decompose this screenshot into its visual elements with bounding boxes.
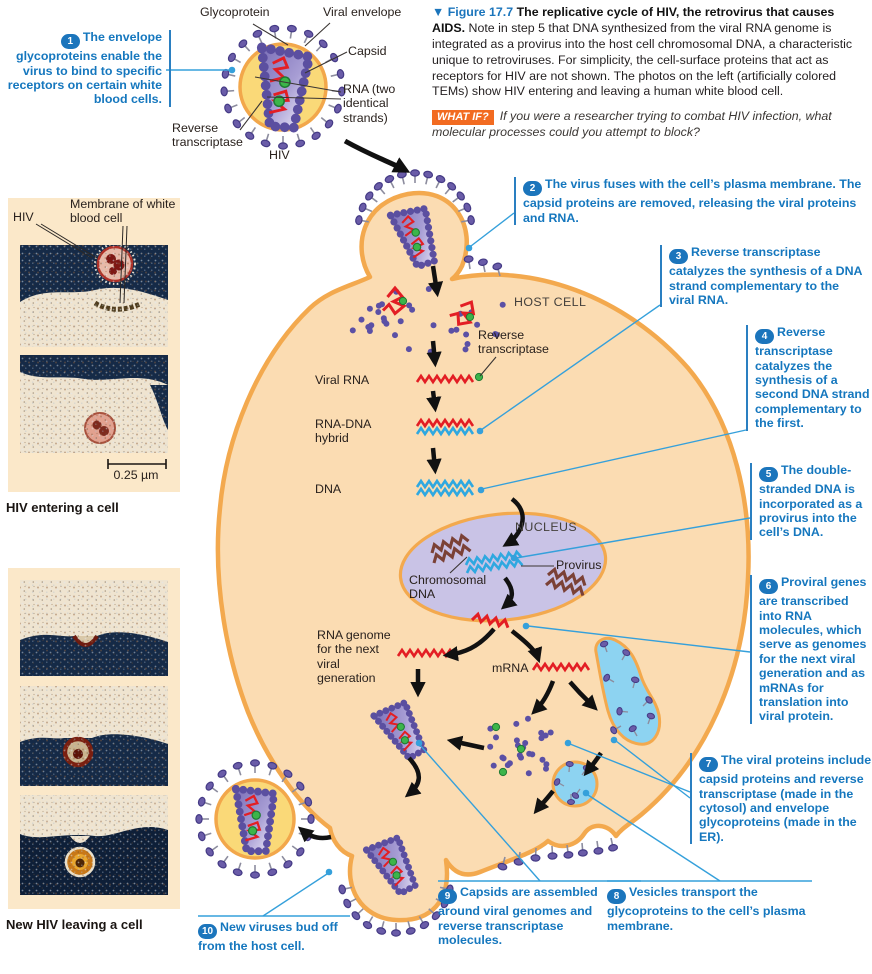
step-9-badge: 9 <box>438 889 457 905</box>
step-10-text: New viruses bud off from the host cell. <box>198 920 338 954</box>
label-rna: RNA (two identical strands) <box>343 82 396 125</box>
step-3-text: Reverse transcriptase catalyzes the synt… <box>669 245 863 308</box>
caption-new-hiv-leaving: New HIV leaving a cell <box>6 917 143 932</box>
label-viral-envelope: Viral envelope <box>323 5 402 19</box>
tem-photo-leaving-2 <box>20 686 168 786</box>
new-capsid-proteins <box>487 715 554 777</box>
scale-bar-label: 0.25 µm <box>113 468 159 482</box>
label-photo-membrane: Membrane of white blood cell <box>70 197 176 226</box>
step-2-badge: 2 <box>523 181 542 197</box>
step-9-text: Capsids are assembled around viral genom… <box>438 885 598 948</box>
step-4-badge: 4 <box>755 329 774 345</box>
label-chromosomal-dna: Chromosomal DNA <box>409 573 487 602</box>
label-provirus: Provirus <box>556 558 602 572</box>
label-glycoprotein: Glycoprotein <box>200 5 270 19</box>
what-if-badge: WHAT IF? <box>432 110 494 126</box>
step-6-text: Proviral genes are transcribed into RNA … <box>759 575 867 724</box>
endoplasmic-reticulum <box>594 636 662 746</box>
step-1-badge: 1 <box>60 34 80 50</box>
label-capsid: Capsid <box>348 44 387 58</box>
label-reverse-transcriptase-virion: Reverse transcriptase <box>172 121 243 150</box>
step-8-text: Vesicles transport the glycoproteins to … <box>607 885 806 933</box>
step-2-text: The virus fuses with the cell’s plasma m… <box>523 177 862 225</box>
what-if-text: If you were a researcher trying to comba… <box>432 109 832 140</box>
micrograph-panel-entering <box>8 198 180 492</box>
label-rna-genome: RNA genome for the next viral generation <box>317 628 391 685</box>
step-4-text: Reverse transcriptase catalyzes the synt… <box>755 325 870 431</box>
step-7-text: The viral proteins include capsid protei… <box>699 753 872 844</box>
tem-photo-entering-1 <box>20 245 168 347</box>
callout-leader-lines <box>166 66 812 917</box>
figure-title: The replicative cycle of HIV, the retrov… <box>432 5 835 35</box>
figure-caption-text: ▼ Figure 17.7 The replicative cycle of H… <box>432 5 870 100</box>
tem-photo-leaving-1 <box>20 580 168 676</box>
label-rna-dna-hybrid: RNA-DNA hybrid <box>315 417 371 446</box>
label-lines <box>239 22 554 574</box>
new-free-virion <box>195 759 315 879</box>
figure-caption: ▼ Figure 17.7 The replicative cycle of H… <box>432 5 870 150</box>
flow-arrows <box>297 138 603 843</box>
step-5-badge: 5 <box>759 467 778 483</box>
scale-bar <box>107 459 167 469</box>
label-mrna: mRNA <box>492 661 529 675</box>
step-3-badge: 3 <box>669 249 688 265</box>
tem-photo-leaving-3 <box>20 795 168 895</box>
label-host-cell: HOST CELL <box>514 295 587 309</box>
what-if-question: WHAT IF?If you were a researcher trying … <box>432 109 870 141</box>
released-capsid-proteins <box>349 286 506 355</box>
step-7-badge: 7 <box>699 757 718 773</box>
figure-label: ▼ Figure 17.7 <box>432 5 514 19</box>
figure-body: Note in step 5 that DNA synthesized from… <box>432 20 853 99</box>
step-10-badge: 10 <box>198 924 217 940</box>
step-8-badge: 8 <box>607 889 626 905</box>
micrograph-panel-leaving <box>8 568 180 909</box>
label-nucleus: NUCLEUS <box>515 520 578 534</box>
label-hiv: HIV <box>269 148 290 162</box>
label-viral-rna: Viral RNA <box>315 373 370 387</box>
hiv-virion-diagram <box>219 24 347 150</box>
tem-photo-entering-2 <box>20 355 168 453</box>
label-photo-hiv: HIV <box>13 210 34 224</box>
label-reverse-transcriptase-cell: Reverse transcriptase <box>478 328 549 357</box>
step-6-badge: 6 <box>759 579 778 595</box>
step-1-text: The envelope glycoproteins enable the vi… <box>7 30 162 107</box>
label-dna: DNA <box>315 482 342 496</box>
caption-hiv-entering: HIV entering a cell <box>6 500 119 515</box>
step-5-text: The double-stranded DNA is incorporated … <box>759 463 863 540</box>
